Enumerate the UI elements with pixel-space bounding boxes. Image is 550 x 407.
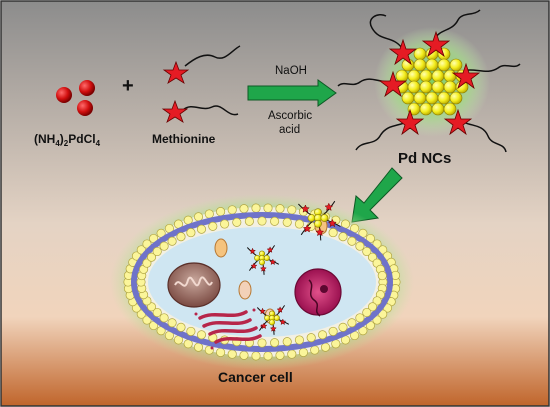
- plus-sign: +: [122, 75, 134, 97]
- pd-salt-molecules-icon: [56, 80, 95, 116]
- pd-nanocluster-icon: [337, 9, 521, 153]
- mitochondrion: [167, 262, 221, 308]
- nucleus: [294, 268, 342, 317]
- methionine-molecule-icon: [161, 45, 241, 123]
- naoh-label: NaOH: [275, 65, 307, 77]
- ascorbic-label: Ascorbic: [268, 110, 312, 122]
- pd-ncs-label: Pd NCs: [398, 150, 451, 167]
- acid-label: acid: [279, 124, 300, 136]
- cancer-cell-label: Cancer cell: [218, 369, 293, 385]
- methionine-label: Methionine: [152, 132, 216, 146]
- pd-salt-label: (NH4)2PdCl4: [34, 132, 101, 148]
- internalized-nanocluster-icon: [246, 200, 341, 335]
- cancer-cell-diagram: [110, 194, 414, 370]
- reaction-arrow: [247, 79, 337, 107]
- endoplasmic-reticulum: [198, 310, 262, 344]
